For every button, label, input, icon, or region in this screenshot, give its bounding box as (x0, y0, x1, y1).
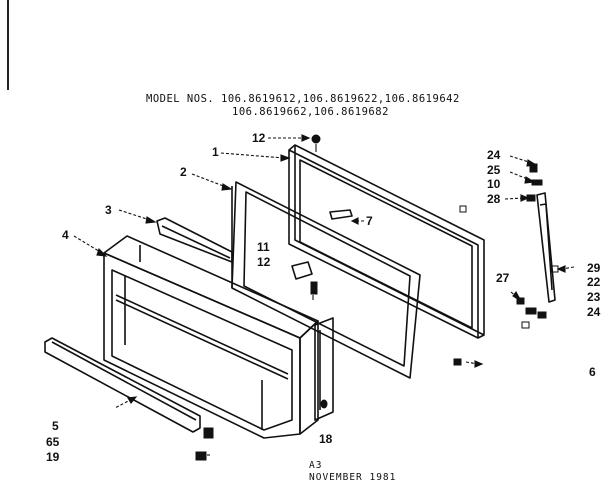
callout-10: 10 (487, 177, 501, 191)
diagram-date: NOVEMBER 1981 (309, 472, 397, 483)
callout-23: 23 (587, 290, 601, 304)
shelf-bar (44, 337, 201, 433)
diagram-code: A3 (309, 460, 323, 471)
callout-28: 28 (487, 192, 501, 206)
callout-24-top: 24 (487, 148, 501, 162)
callout-25: 25 (487, 163, 501, 177)
callout-24-bottom: 24 (587, 305, 601, 319)
callout-4: 4 (62, 228, 69, 242)
door-liner-frame (231, 181, 421, 379)
model-numbers-line-1: MODEL NOS. 106.8619612,106.8619622,106.8… (146, 93, 460, 105)
callout-3: 3 (105, 203, 112, 217)
model-numbers-line-2: 106.8619662,106.8619682 (232, 106, 389, 118)
callout-65: 65 (46, 435, 60, 449)
callout-29: 29 (587, 261, 601, 275)
hinge-plate (314, 317, 334, 421)
callout-18: 18 (319, 432, 333, 446)
callout-27: 27 (496, 271, 510, 285)
breaker-strip (156, 217, 233, 263)
door-handle (536, 192, 556, 303)
door-outer-panel (288, 144, 485, 339)
latch (329, 209, 353, 220)
callout-12-bracket: 12 (257, 255, 271, 269)
callout-19: 19 (46, 450, 60, 464)
callout-7: 7 (366, 214, 373, 228)
hinge-bracket (291, 261, 313, 280)
callout-5: 5 (52, 419, 59, 433)
callout-22: 22 (587, 275, 601, 289)
callout-1: 1 (212, 145, 219, 159)
page-edge-line (7, 0, 9, 90)
callout-6: 6 (589, 365, 596, 379)
inner-door-liner (103, 235, 319, 439)
callout-11: 11 (257, 240, 270, 254)
callout-2: 2 (180, 165, 187, 179)
callout-12-top: 12 (252, 131, 266, 145)
